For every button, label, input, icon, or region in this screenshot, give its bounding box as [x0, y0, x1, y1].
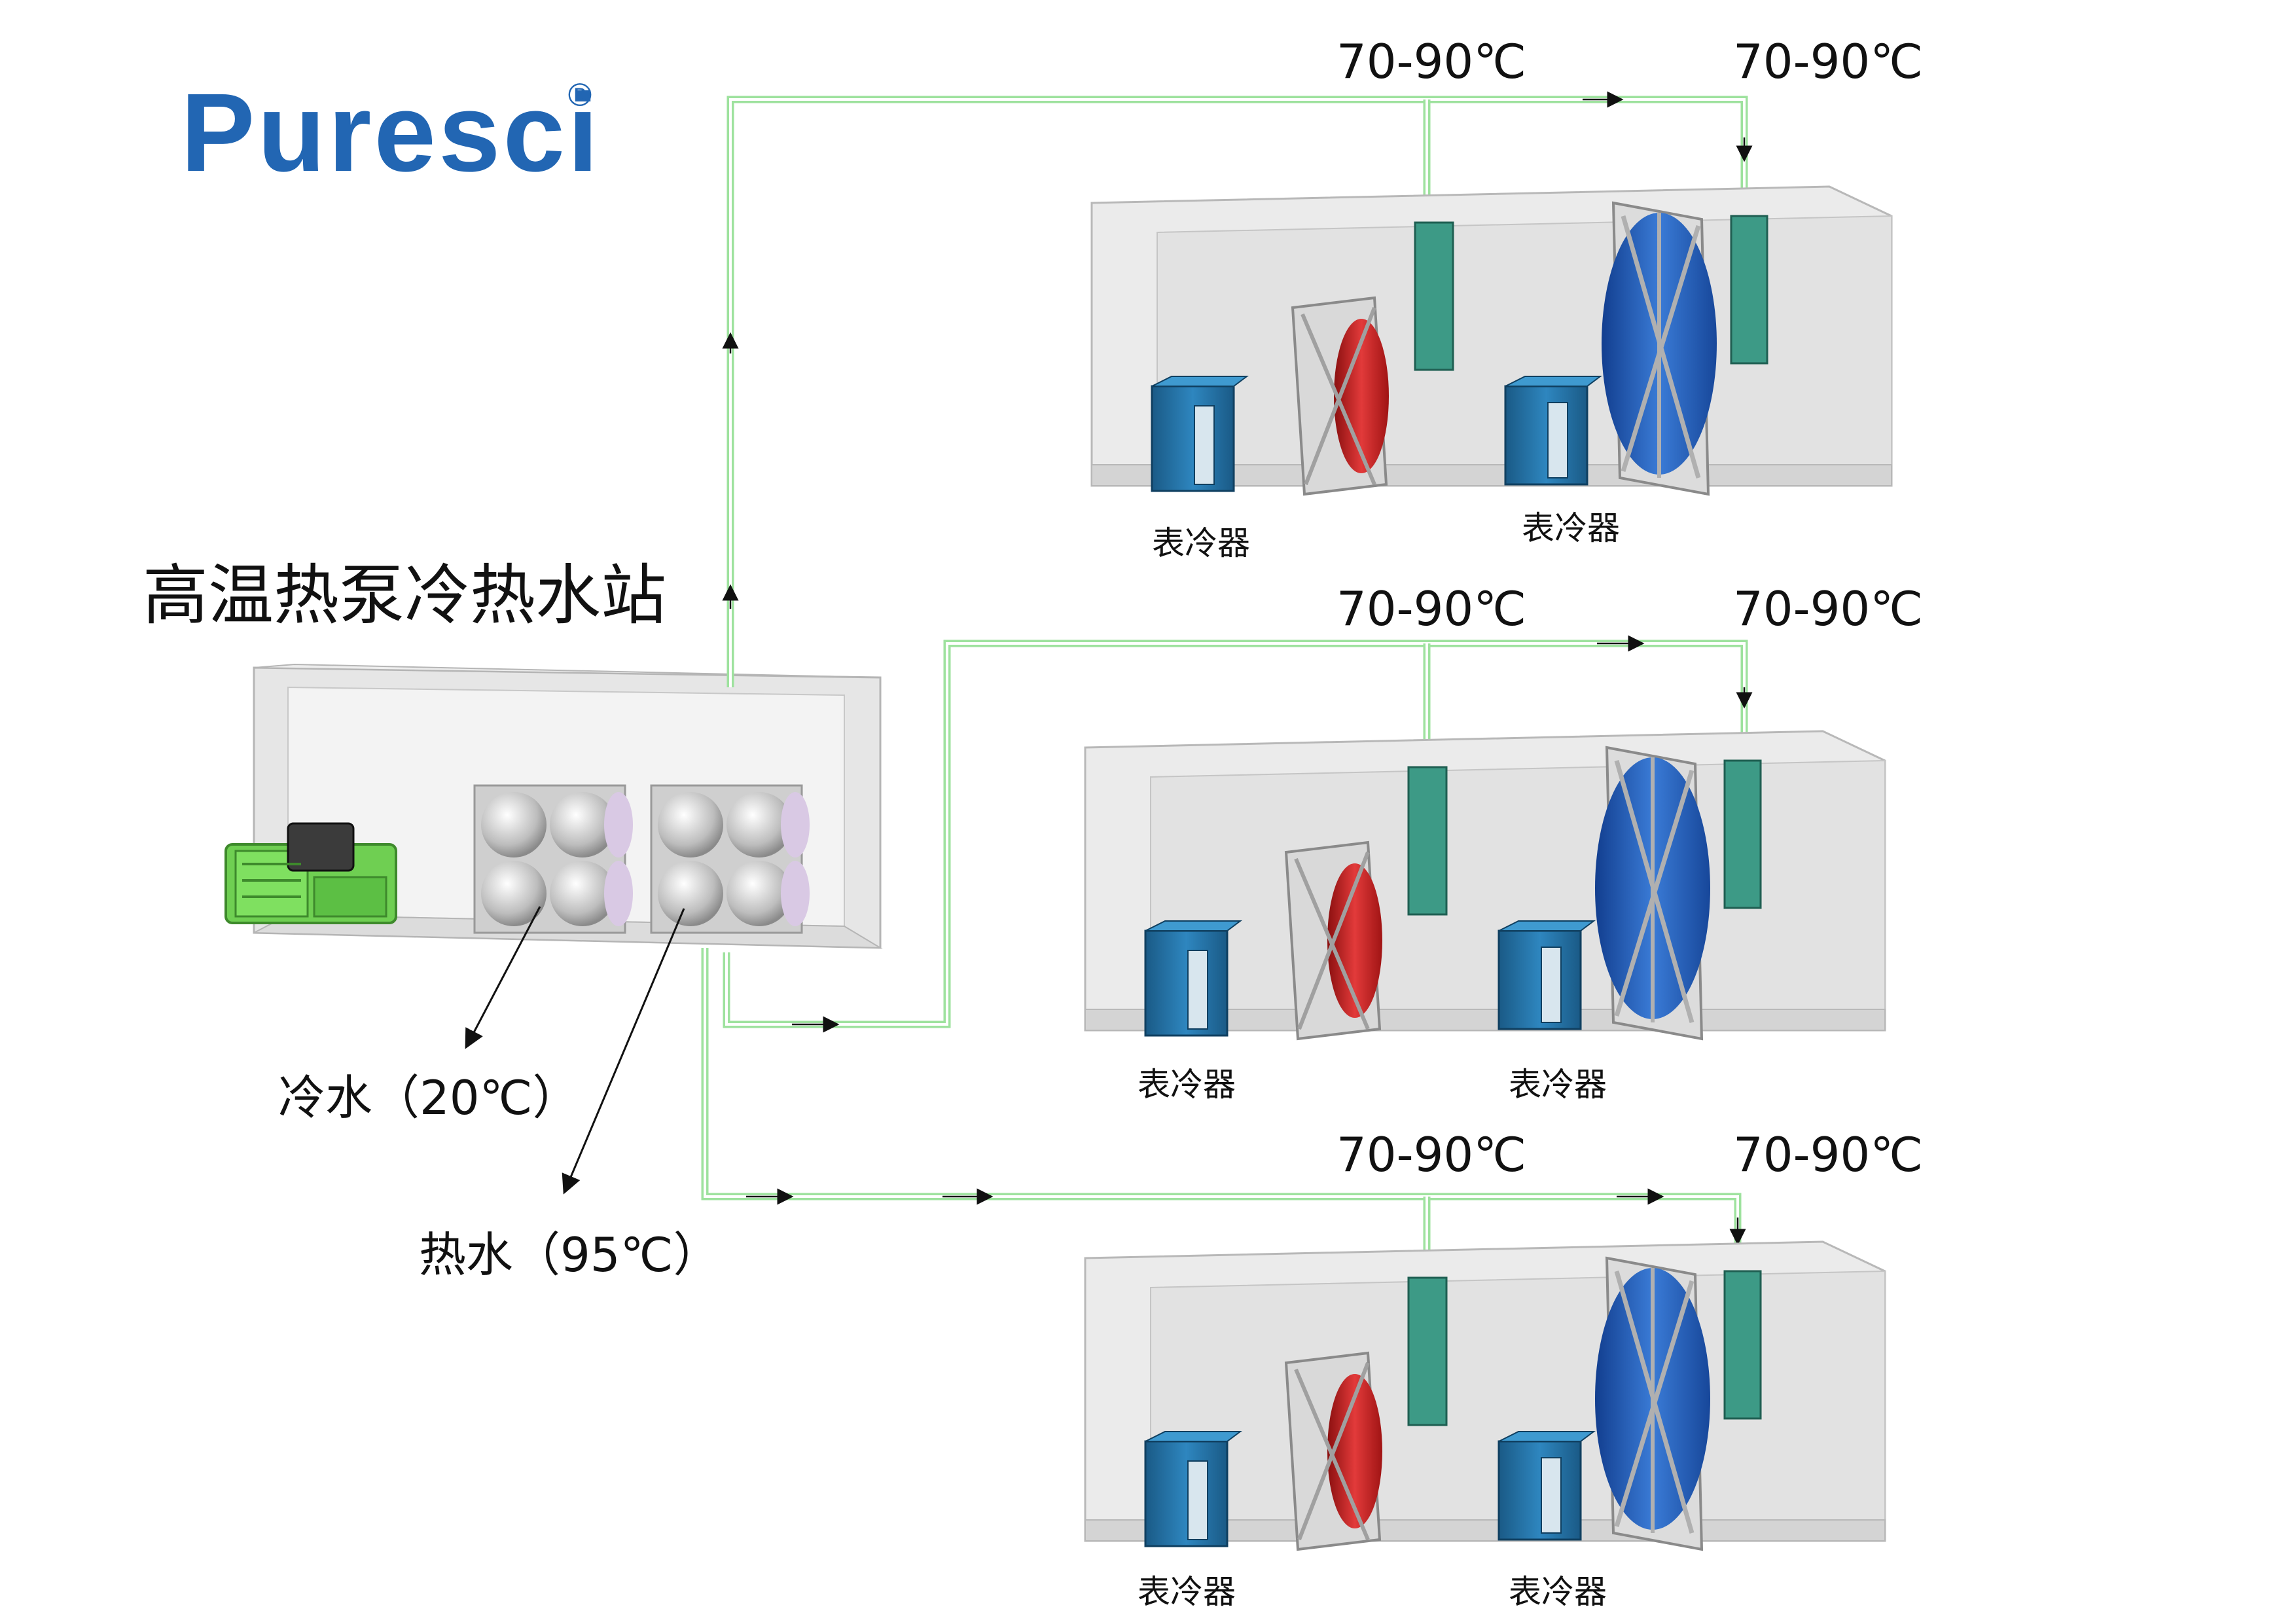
unit-1-temp-left: 70-90℃ — [1336, 34, 1527, 89]
cooling-coil-right — [1504, 376, 1602, 486]
air-handling-unit-2 — [1085, 731, 1885, 1039]
unit-1-temp-right: 70-90℃ — [1733, 34, 1924, 89]
hot-water-tank — [650, 784, 810, 934]
unit-2-coil-right-label: 表冷器 — [1509, 1066, 1607, 1104]
unit-3-coil-right-label: 表冷器 — [1509, 1573, 1607, 1611]
station-title: 高温热泵冷热水站 — [143, 557, 666, 634]
flow-arrows — [722, 91, 1753, 1246]
unit-2-temp-right: 70-90℃ — [1733, 581, 1924, 636]
unit-1-coil-left-label: 表冷器 — [1152, 524, 1250, 562]
unit-3-temp-right: 70-90℃ — [1733, 1127, 1924, 1182]
desiccant-wheel — [1602, 201, 1717, 496]
air-handling-unit-1 — [1090, 185, 1893, 496]
heater-coil-left — [1414, 221, 1454, 371]
registered-mark: ® — [564, 77, 596, 114]
unit-2-coil-left-label: 表冷器 — [1138, 1066, 1236, 1104]
brand-logo: Puresci — [181, 71, 601, 195]
cold-water-tank — [473, 784, 633, 934]
cold-water-label: 冷水（20℃） — [278, 1070, 580, 1125]
air-handling-unit-3 — [1085, 1242, 1885, 1549]
compressor — [224, 822, 397, 924]
unit-2-temp-left: 70-90℃ — [1336, 581, 1527, 636]
heat-pump-station — [224, 663, 883, 949]
cooling-coil-left — [1151, 376, 1249, 492]
unit-3-temp-left: 70-90℃ — [1336, 1127, 1527, 1182]
unit-3-coil-left-label: 表冷器 — [1138, 1573, 1236, 1611]
unit-1-coil-right-label: 表冷器 — [1522, 509, 1620, 547]
cold-water-pointer — [465, 906, 541, 1049]
heater-coil-right — [1730, 215, 1768, 365]
regeneration-wheel — [1291, 296, 1389, 496]
hot-water-label: 热水（95℃） — [419, 1227, 721, 1282]
hot-water-pointer — [562, 908, 685, 1195]
